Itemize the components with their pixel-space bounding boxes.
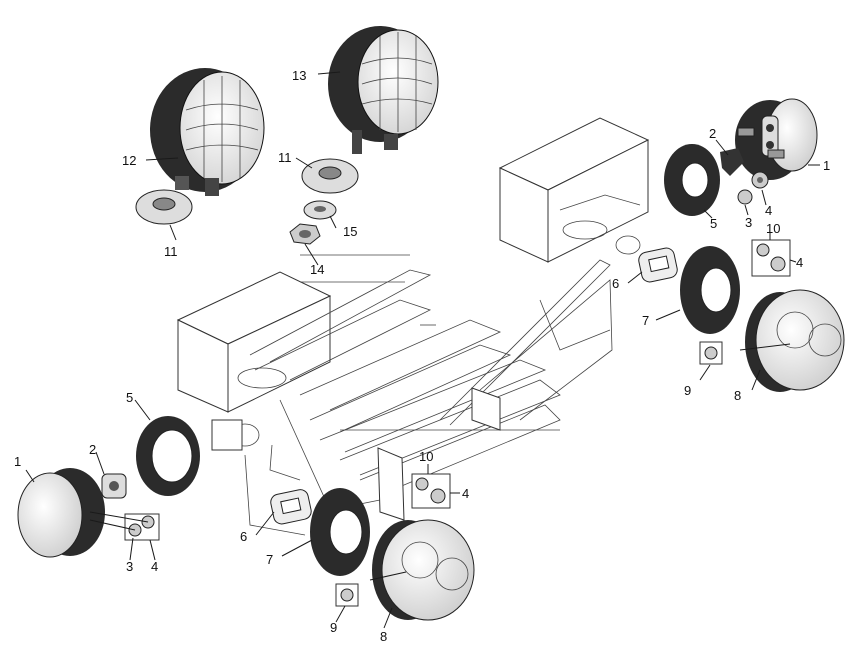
nuts-10-4-left — [411, 473, 451, 509]
callout-6-right: 6 — [612, 276, 619, 291]
leader-lines — [25, 71, 820, 629]
callout-4-left-lower: 4 — [462, 486, 469, 501]
lamp-8-right — [745, 289, 845, 392]
callout-9-left: 9 — [330, 620, 337, 635]
frame-brackets — [176, 117, 650, 536]
gasket-11-mid — [301, 158, 359, 194]
callout-9-right: 9 — [684, 383, 691, 398]
lamp-1-left — [17, 468, 105, 558]
gasket-11-left — [135, 189, 193, 225]
gasket-5-left — [136, 416, 200, 496]
connector-2-right — [720, 148, 744, 176]
right-bracket-box — [498, 117, 650, 263]
callout-7-left: 7 — [266, 552, 273, 567]
callout-10-left: 10 — [419, 449, 433, 464]
callout-15: 15 — [343, 224, 357, 239]
left-bracket-box — [176, 271, 332, 451]
callout-11-mid: 11 — [278, 150, 292, 165]
callout-4-right-lower: 4 — [796, 255, 803, 270]
callout-4-left: 4 — [151, 559, 158, 574]
work-lamp-12 — [150, 68, 265, 196]
callout-7-right: 7 — [642, 313, 649, 328]
work-lamp-13 — [328, 26, 439, 154]
connector-2-left — [101, 473, 127, 499]
callout-12: 12 — [122, 153, 136, 168]
callout-8-left: 8 — [380, 629, 387, 644]
callout-1-right: 1 — [823, 158, 830, 173]
washer-15 — [303, 200, 337, 220]
callout-5-right: 5 — [710, 216, 717, 231]
callout-3-left: 3 — [126, 559, 133, 574]
callout-4-right-upper: 4 — [765, 203, 772, 218]
callout-5-left: 5 — [126, 390, 133, 405]
callout-13: 13 — [292, 68, 306, 83]
nuts-3-4-right — [737, 171, 769, 205]
ring-7-left — [310, 488, 370, 576]
frame-arms — [244, 254, 613, 536]
callout-1-left: 1 — [14, 454, 21, 469]
gasket-5-right — [664, 144, 720, 216]
nuts-3-4-left — [124, 513, 160, 541]
callout-2-right: 2 — [709, 126, 716, 141]
gasket-6-right — [638, 247, 678, 283]
callout-11-left: 11 — [164, 244, 178, 259]
callout-10-right: 10 — [766, 221, 780, 236]
callout-8-right: 8 — [734, 388, 741, 403]
callout-3-right: 3 — [745, 215, 752, 230]
callout-14: 14 — [310, 262, 324, 277]
lamp-1-right — [735, 98, 818, 180]
callout-6-left: 6 — [240, 529, 247, 544]
callout-labels: 1 2 3 4 4 5 6 7 8 9 10 11 11 12 13 14 15… — [14, 68, 830, 644]
nut-9-left — [335, 583, 359, 607]
callout-2-left: 2 — [89, 442, 96, 457]
nut-9-right — [699, 341, 723, 365]
nut-14 — [289, 223, 321, 245]
gasket-6-left — [270, 489, 312, 525]
lamp-8-left — [372, 519, 475, 621]
ring-7-right — [680, 246, 740, 334]
nuts-10-4-right — [751, 239, 791, 277]
